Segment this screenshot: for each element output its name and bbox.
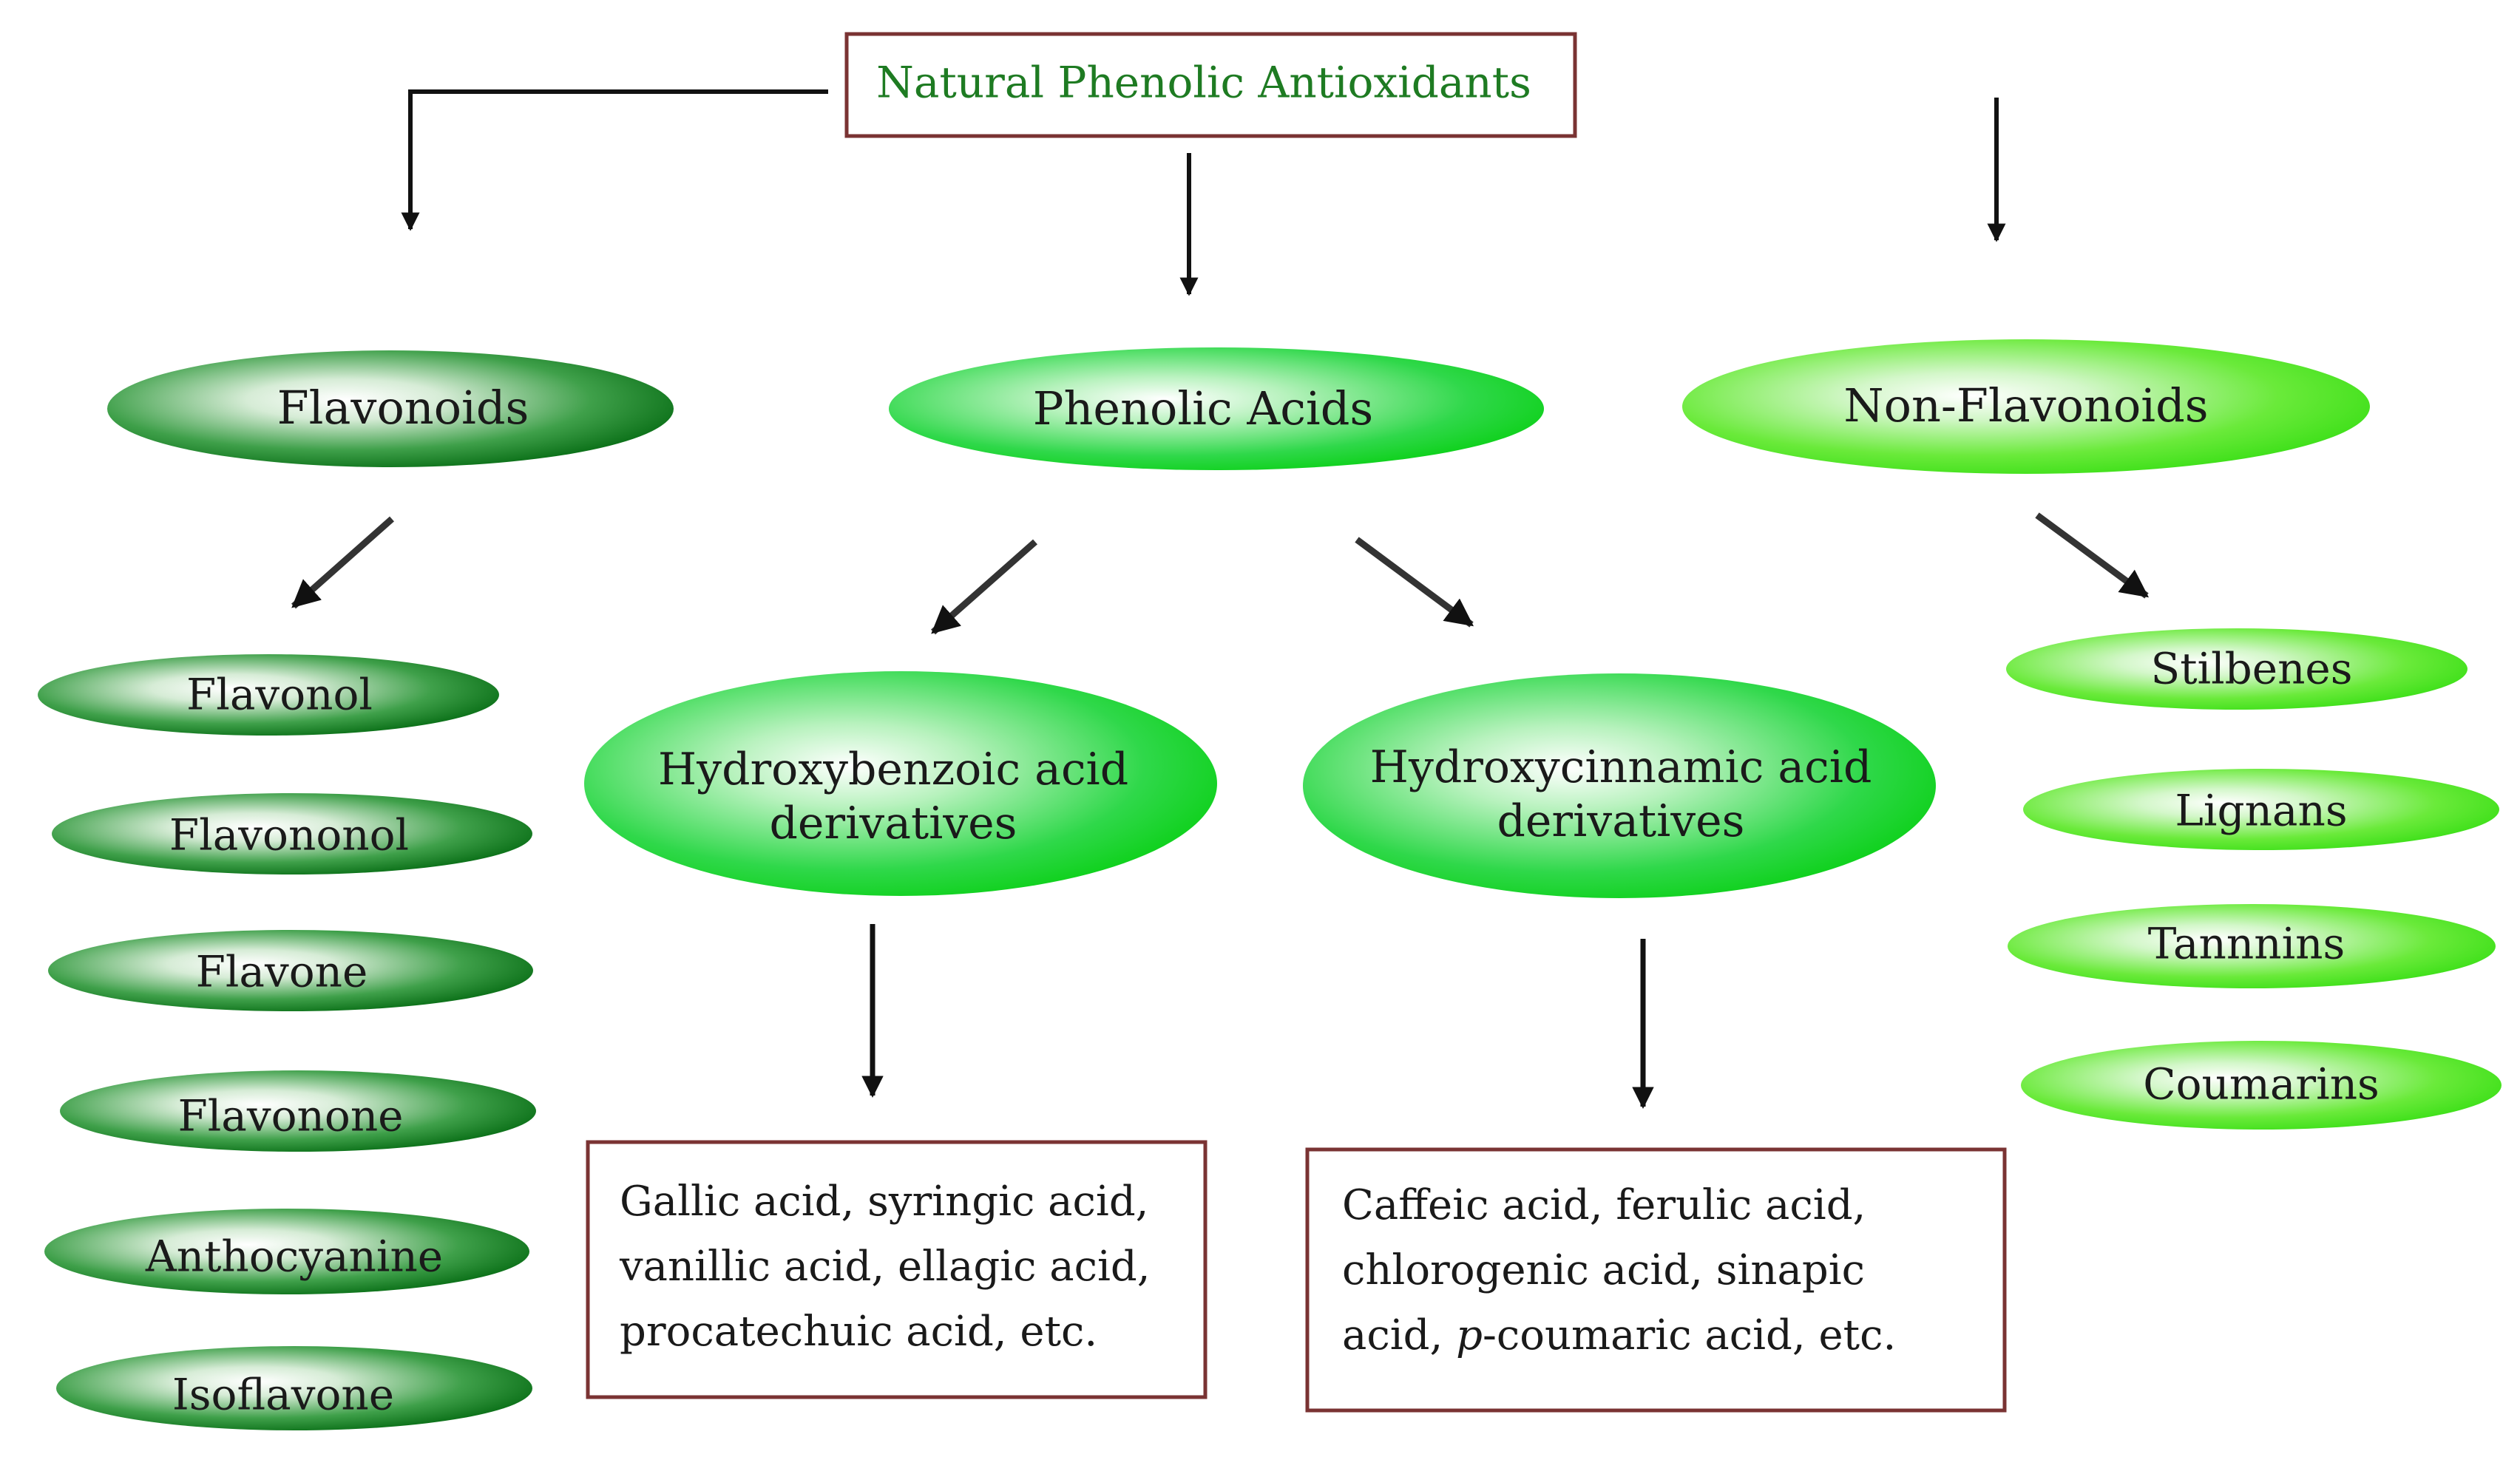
node-stilbenes xyxy=(2006,628,2468,710)
root-box xyxy=(844,32,1577,138)
node-flavonone xyxy=(60,1070,536,1152)
coumarins-label: Coumarins xyxy=(2143,1059,2380,1110)
tannnins-label: Tannnins xyxy=(2147,918,2345,969)
benzoic-example-line: Gallic acid, syringic acid, xyxy=(620,1178,1149,1226)
arrow-to-hydroxybenzoic xyxy=(931,539,1037,635)
cinnamic-examples-box xyxy=(1305,1147,2007,1413)
phenolic-acids-label: Phenolic Acids xyxy=(1032,381,1374,436)
non-flavonoids-label: Non-Flavonoids xyxy=(1843,378,2209,433)
node-flavonoids xyxy=(107,350,674,467)
benzoic-examples-box xyxy=(586,1140,1208,1399)
flavonol-label: Flavonol xyxy=(186,669,373,720)
flavonone-label: Flavonone xyxy=(177,1090,404,1141)
cinnamic-examples-text: Caffeic acid, ferulic acid, chlorogenic … xyxy=(1342,1173,1896,1368)
benzoic-example-line: vanillic acid, ellagic acid, xyxy=(620,1243,1151,1291)
flavonoids-label: Flavonoids xyxy=(277,381,529,435)
arrow-to-non-flavonoid-types xyxy=(2035,512,2150,599)
node-flavononol xyxy=(52,793,532,874)
cinnamic-example-post: -coumaric acid, etc. xyxy=(1482,1311,1897,1359)
node-coumarins xyxy=(2021,1041,2502,1130)
node-isoflavone xyxy=(56,1346,532,1430)
node-phenolic-acids xyxy=(889,347,1544,470)
cinnamic-example-pre: acid, xyxy=(1342,1311,1457,1359)
node-tannnins xyxy=(2008,904,2496,988)
lignans-label: Lignans xyxy=(2175,785,2348,836)
connector-left xyxy=(401,89,828,231)
flavononol-label: Flavononol xyxy=(169,809,410,860)
node-hydroxybenzoic xyxy=(584,671,1217,896)
arrow-to-flavonoid-types xyxy=(291,516,394,609)
cinnamic-example-italic: p xyxy=(1456,1311,1483,1359)
stilbenes-label: Stilbenes xyxy=(2150,643,2353,694)
hydroxybenzoic-line2: derivatives xyxy=(769,798,1017,849)
node-hydroxycinnamic xyxy=(1303,673,1936,898)
isoflavone-label: Isoflavone xyxy=(172,1369,395,1420)
cinnamic-example-line: acid, p-coumaric acid, etc. xyxy=(1342,1303,1896,1368)
node-flavone xyxy=(48,930,533,1011)
cinnamic-example-line: chlorogenic acid, sinapic xyxy=(1342,1246,1865,1294)
benzoic-examples-text: Gallic acid, syringic acid, vanillic aci… xyxy=(620,1169,1151,1365)
hydroxycinnamic-label: Hydroxycinnamic acid derivatives xyxy=(1370,741,1872,849)
flavone-label: Flavone xyxy=(195,946,368,997)
node-lignans xyxy=(2023,769,2499,850)
node-flavonol xyxy=(38,654,499,736)
arrow-to-hydroxycinnamic xyxy=(1355,537,1474,628)
benzoic-example-line: procatechuic acid, etc. xyxy=(620,1308,1098,1356)
anthocyanine-label: Anthocyanine xyxy=(145,1231,444,1282)
hydroxycinnamic-line2: derivatives xyxy=(1497,795,1745,847)
node-anthocyanine xyxy=(44,1209,529,1294)
hydroxybenzoic-line1: Hydroxybenzoic acid xyxy=(657,743,1129,795)
hydroxycinnamic-line1: Hydroxycinnamic acid xyxy=(1369,741,1872,793)
hydroxybenzoic-label: Hydroxybenzoic acid derivatives xyxy=(658,743,1128,851)
root-label: Natural Phenolic Antioxidants xyxy=(876,57,1531,108)
cinnamic-example-line: Caffeic acid, ferulic acid, xyxy=(1342,1181,1866,1229)
node-non-flavonoids xyxy=(1682,339,2370,474)
